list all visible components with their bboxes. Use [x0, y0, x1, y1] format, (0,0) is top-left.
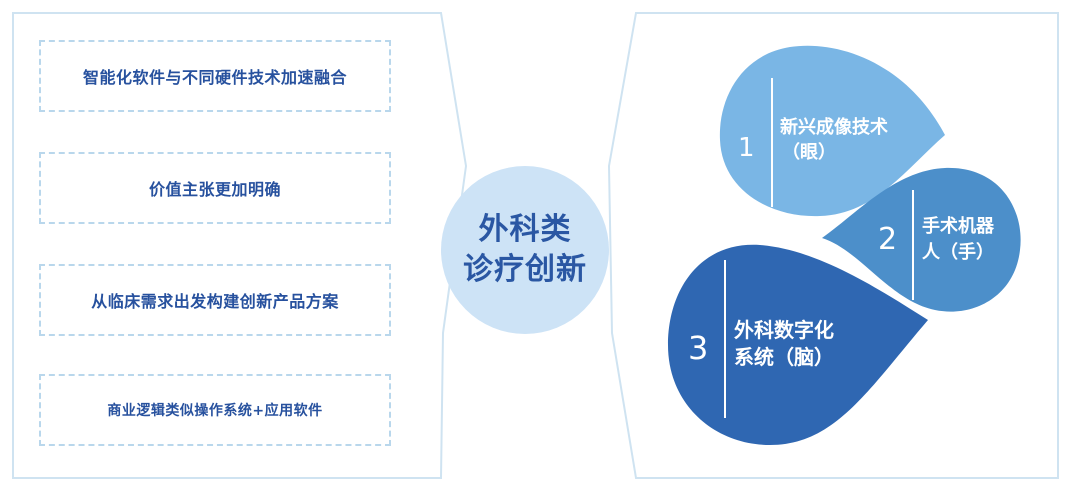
drop-number-3: 3	[688, 329, 709, 367]
left-item-3: 从临床需求出发构建创新产品方案	[39, 264, 391, 336]
drop-label-3-line1: 外科数字化	[734, 318, 834, 342]
drop-number-1: 1	[738, 133, 755, 163]
drop-shape-3	[668, 244, 928, 445]
left-frame	[12, 12, 468, 479]
center-hub: 外科类 诊疗创新	[441, 166, 609, 334]
drop-label-2-line2: 人（手）	[922, 242, 994, 263]
center-title-line1: 外科类	[478, 212, 572, 247]
right-frame	[607, 12, 1059, 479]
drop-label-1-line2: （眼）	[782, 142, 836, 163]
drop-label-1-line1: 新兴成像技术	[780, 117, 888, 138]
left-item-4: 商业逻辑类似操作系统+应用软件	[39, 374, 391, 446]
drop-label-3-line2: 系统（脑）	[734, 345, 834, 369]
drop-shape-2	[822, 167, 1021, 312]
left-item-2: 价值主张更加明确	[39, 152, 391, 224]
drop-shape-1	[719, 45, 945, 217]
drop-number-2: 2	[878, 222, 898, 257]
left-item-1: 智能化软件与不同硬件技术加速融合	[39, 40, 391, 112]
center-title-line2: 诊疗创新	[463, 252, 587, 287]
drop-label-2-line1: 手术机器	[922, 216, 994, 237]
